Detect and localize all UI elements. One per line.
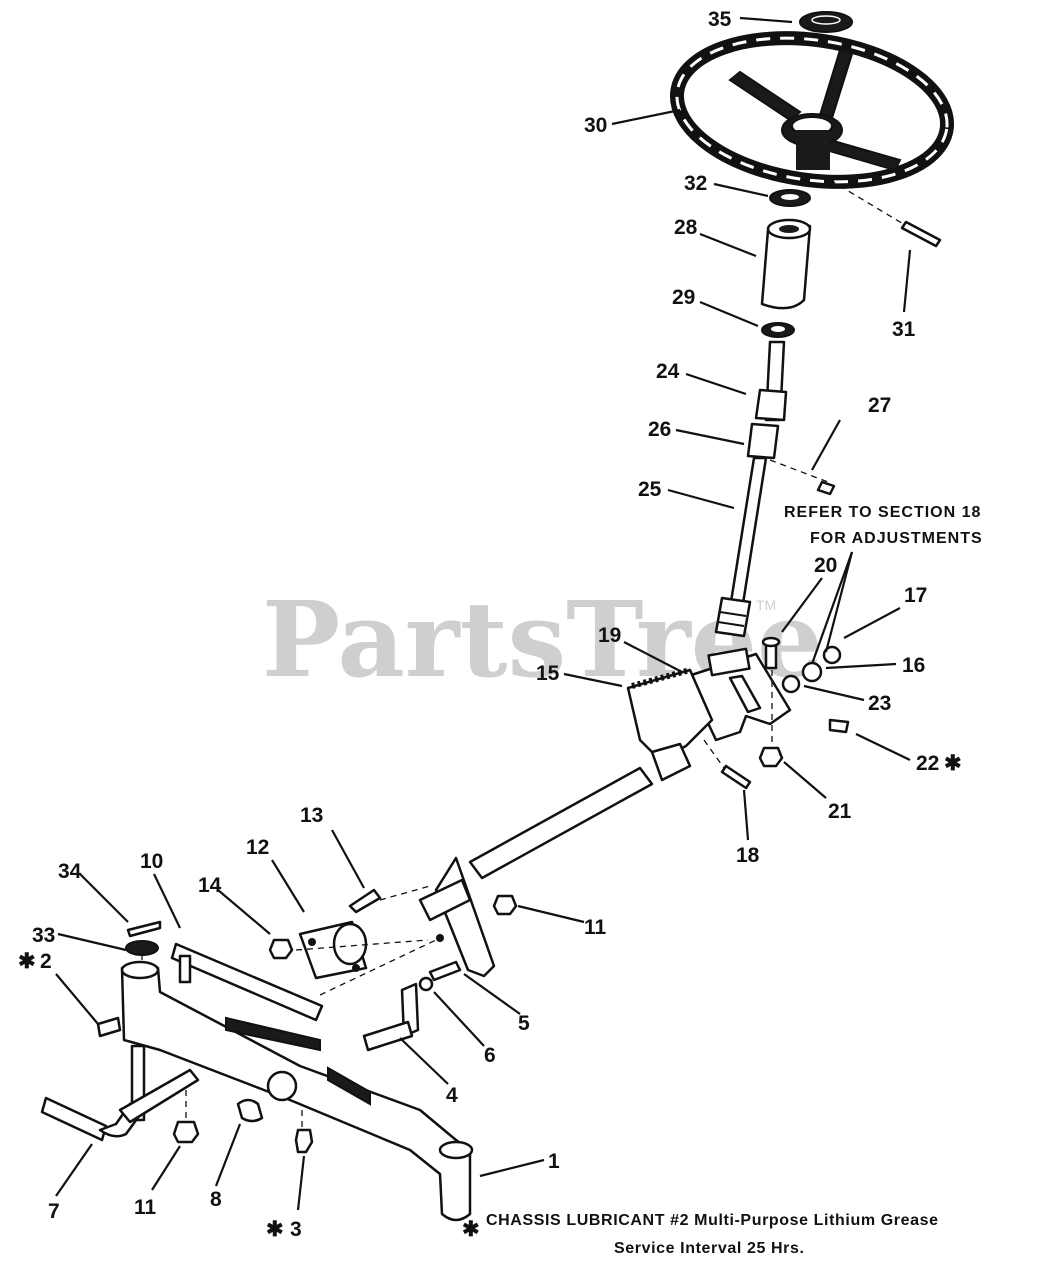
part-11-nut-upper — [492, 894, 518, 916]
callout-31: 31 — [892, 318, 916, 341]
callout-22: 22 — [916, 752, 939, 775]
callout-25: 25 — [638, 478, 662, 501]
part-4-pivot-pin — [362, 982, 420, 1052]
part-30-steering-wheel — [669, 31, 955, 189]
callout-11-upper: 11 — [584, 916, 607, 939]
callout-29: 29 — [672, 286, 695, 309]
part-21-nut — [758, 746, 784, 768]
part-6-washer — [418, 976, 434, 992]
part-13-bolt — [348, 888, 382, 914]
callout-7: 7 — [48, 1200, 60, 1223]
asterisk-icon: ✱ — [462, 1218, 480, 1241]
callout-5: 5 — [518, 1012, 530, 1035]
callout-18: 18 — [736, 844, 760, 867]
callout-1: 1 — [548, 1150, 560, 1173]
part-25-steering-shaft — [714, 340, 788, 638]
adjustment-note: REFER TO SECTION 18 FOR ADJUSTMENTS — [784, 504, 983, 547]
callout-33: 33 — [32, 924, 55, 947]
part-22-grease-fitting — [828, 718, 850, 734]
footer-line-2: Service Interval 25 Hrs. — [614, 1240, 805, 1257]
callout-8: 8 — [210, 1188, 222, 1211]
part-1-front-axle — [120, 960, 474, 1222]
part-4-bracket-plate — [418, 856, 496, 978]
part-34-cotter-pin — [126, 920, 162, 938]
part-11-nut-lower — [172, 1120, 200, 1144]
asterisk-icon: ✱ — [18, 950, 36, 973]
callout-27: 27 — [868, 394, 891, 417]
part-2-grease-fitting — [96, 1016, 122, 1038]
part-8-clip — [236, 1098, 264, 1123]
callout-14: 14 — [198, 874, 222, 897]
lubricant-footer: CHASSIS LUBRICANT #2 Multi-Purpose Lithi… — [486, 1212, 939, 1257]
leader-lines — [55, 16, 912, 1211]
part-31-pin — [900, 220, 942, 248]
callout-23: 23 — [868, 692, 891, 715]
note-line-2: FOR ADJUSTMENTS — [810, 530, 983, 547]
part-14-nut — [268, 938, 294, 960]
callout-20: 20 — [814, 554, 837, 577]
callout-17: 17 — [904, 584, 927, 607]
callout-3: 3 — [290, 1218, 302, 1241]
footer-line-1: CHASSIS LUBRICANT #2 Multi-Purpose Lithi… — [486, 1212, 939, 1229]
part-27-setscrew — [816, 480, 836, 496]
part-16-washer — [801, 661, 823, 683]
part-28-tube — [760, 218, 812, 310]
note-line-1: REFER TO SECTION 18 — [784, 504, 981, 521]
part-15-sector-gear — [468, 647, 792, 880]
lubrication-markers: ✱ ✱ ✱ ✱ — [18, 752, 962, 1241]
callout-21: 21 — [828, 800, 852, 823]
callout-11-lower: 11 — [134, 1196, 157, 1219]
callout-26: 26 — [648, 418, 671, 441]
callout-28: 28 — [674, 216, 698, 239]
callout-12: 12 — [246, 836, 269, 859]
callout-6: 6 — [484, 1044, 496, 1067]
callout-15: 15 — [536, 662, 560, 685]
part-18-pin — [720, 764, 752, 790]
part-10-tie-rod — [170, 942, 324, 1022]
callout-32: 32 — [684, 172, 707, 195]
part-17-washer — [822, 645, 842, 665]
part-23-bushing — [781, 674, 801, 694]
asterisk-icon: ✱ — [266, 1218, 284, 1241]
callout-24: 24 — [656, 360, 680, 383]
callout-labels: 35 30 32 28 31 29 24 27 26 25 20 17 19 1… — [32, 8, 939, 1241]
part-7-spindle — [40, 1044, 200, 1142]
callout-30: 30 — [584, 114, 607, 137]
part-12-flange — [298, 920, 368, 980]
part-5-bolt — [428, 960, 462, 982]
callout-35: 35 — [708, 8, 732, 31]
watermark-tm: TM — [756, 597, 776, 613]
callout-34: 34 — [58, 860, 82, 883]
parts-artwork — [40, 11, 955, 1222]
callout-4: 4 — [446, 1084, 458, 1107]
callout-16: 16 — [902, 654, 925, 677]
callout-13: 13 — [300, 804, 323, 827]
asterisk-icon: ✱ — [944, 752, 962, 775]
callout-19: 19 — [598, 624, 621, 647]
part-33-washer — [125, 940, 159, 956]
callout-2: 2 — [40, 950, 52, 973]
part-3-grease-fitting — [294, 1128, 314, 1154]
part-35-cap — [799, 11, 853, 33]
callout-10: 10 — [140, 850, 163, 873]
